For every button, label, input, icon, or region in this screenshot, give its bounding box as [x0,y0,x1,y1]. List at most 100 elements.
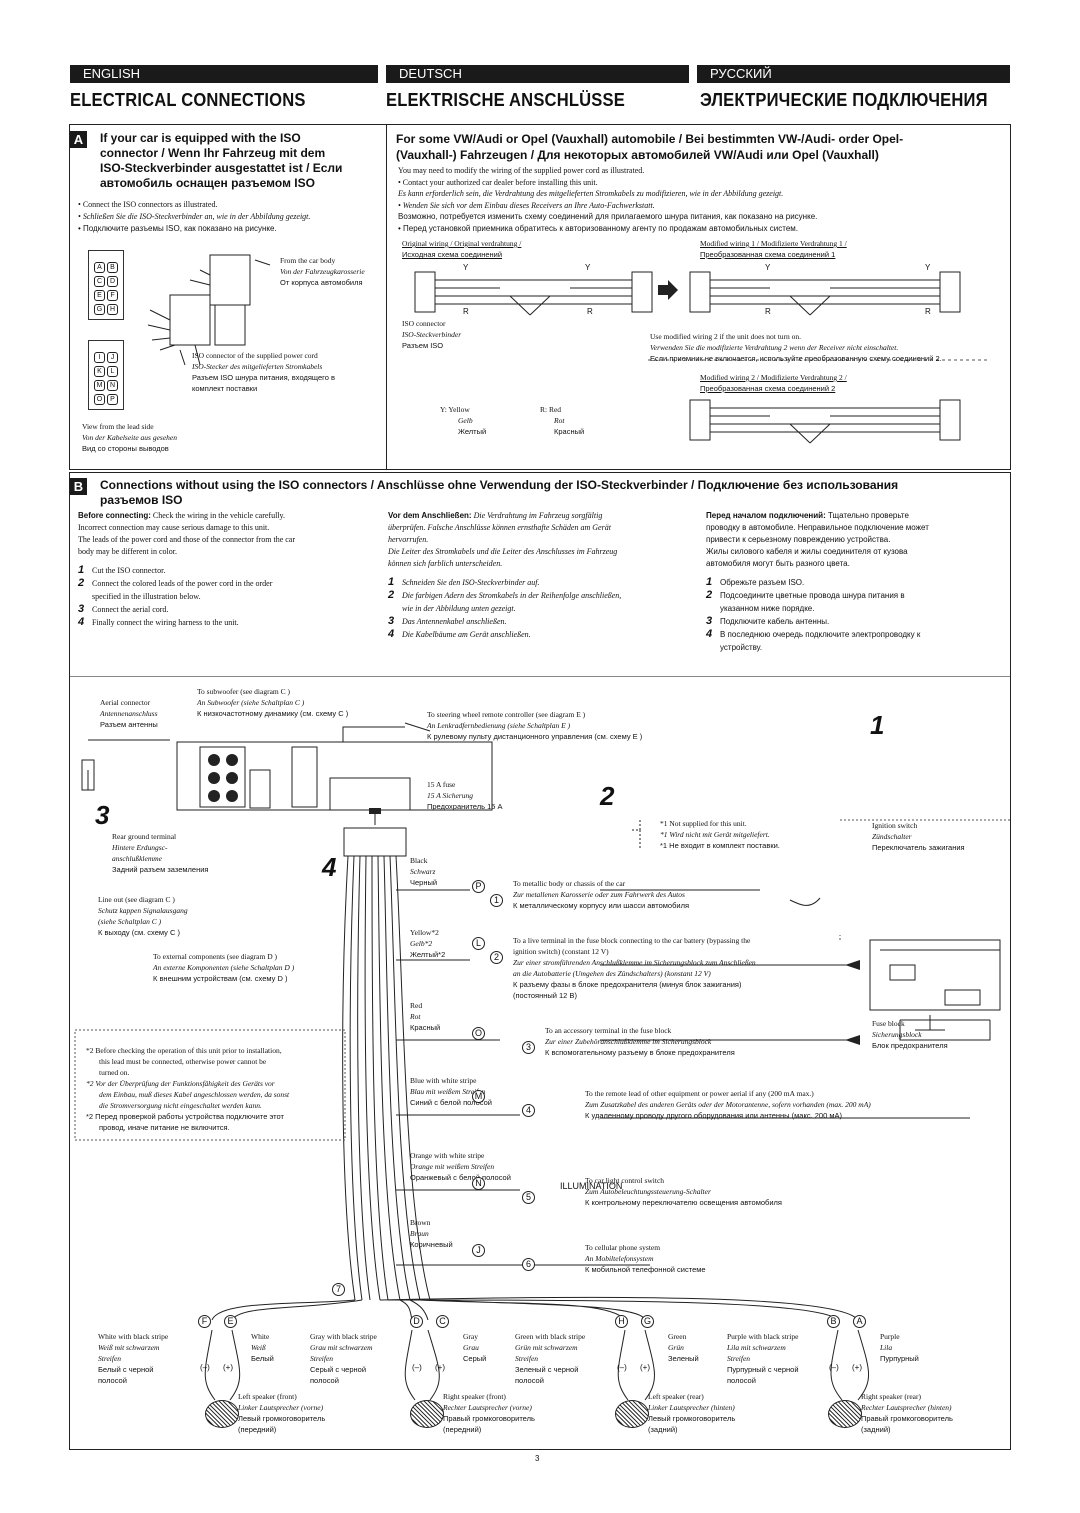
note-line: this lead must be connected, otherwise p… [99,1057,267,1066]
speaker-pin-letter: A [853,1315,866,1328]
label-line: Оранжевый с белой полосой [410,1173,511,1182]
harness-number-7: 7 [332,1283,345,1296]
step-number: 3 [706,615,713,627]
step-text: specified in the illustration below. [92,592,201,601]
legend-line: Красный [554,427,585,436]
speaker-name: Right speaker (rear)Rechter Lautsprecher… [861,1391,953,1435]
iso-pin: N [107,380,118,391]
body-line: können sich farblich unterscheiden. [388,559,503,568]
step-row: 3 Подключите кабель антенны. [706,615,929,628]
label-line: Gray [463,1332,478,1341]
before-text: Check the wiring in the vehicle carefull… [150,511,286,520]
iso-supplied-label: ISO connector of the supplied power cord… [192,350,335,394]
page-number: 3 [535,1454,540,1463]
step-row: specified in the illustration below. [78,590,295,603]
wire-r-label: R [765,307,771,316]
label-line: Blau mit weißem Streifen [410,1087,486,1096]
wiring-drawings [400,260,1010,460]
label-line: Linker Lautsprecher (hinten) [648,1403,735,1412]
label-line: (передний) [238,1425,277,1434]
wire-y-label: Y [585,263,591,272]
mod2-label: Modified wiring 2 / Modifizierte Verdrah… [700,372,847,394]
step-number: 4 [388,628,395,640]
label-line: Желтый*2 [410,950,446,959]
label-line: Schwarz [410,867,436,876]
iso-pin: F [107,290,118,301]
iso-pin: I [94,352,105,363]
wire-number: 4 [522,1104,535,1117]
label-line: To cellular phone system [585,1243,661,1252]
step-text: Die farbigen Adern des Stromkabels in de… [402,591,622,600]
wire-number: 5 [522,1191,535,1204]
fuse-label: 15 A fuse 15 A Sicherung Предохранитель … [427,779,503,812]
label-line: Серый [463,1354,487,1363]
wire-number: 3 [522,1041,535,1054]
label-line: (задний) [861,1425,891,1434]
step-text: Обрежьте разъем ISO. [720,578,805,587]
label-line: anschlußklemme [112,854,162,863]
label-line: (постоянный 12 В) [513,991,577,1000]
label-line: Красный [410,1023,441,1032]
label-line: ISO connector of the supplied power cord [192,351,318,360]
heading-line: ISO-Steckverbinder ausgestattet ist / Ес… [100,161,343,175]
label-line: Зеленый [668,1354,699,1363]
step-number: 2 [78,577,85,589]
iso-pin: C [94,276,105,287]
tab-deutsch-label: DEUTSCH [399,66,462,81]
label-line: Вид со стороны выводов [82,444,169,453]
label-line: Блок предохранителя [872,1041,948,1050]
body-line: • Wenden Sie sich vor dem Einbau dieses … [398,200,655,210]
step-row: указанном ниже порядке. [706,602,929,615]
label-line: Пурпурный [880,1354,919,1363]
label-line: Original wiring / Original verdrahtung / [402,239,522,248]
step-num: 4 [322,852,337,882]
iso-pin: D [107,276,118,287]
speaker-pin-letter: H [615,1315,628,1328]
iso-pinout-top [88,250,124,320]
label-line: From the car body [280,256,336,265]
speaker-pin-letter: C [436,1315,449,1328]
label-line: Синий с белой полосой [410,1098,492,1107]
bullet-text: Schließen Sie die ISO-Steckverbinder an,… [82,212,311,221]
body-line: Возможно, потребуется изменить схему сое… [398,212,818,221]
step-text: Подключите кабель антенны. [720,617,830,626]
title-deutsch: ELEKTRISCHE ANSCHLÜSSE [386,90,625,110]
steering-label: To steering wheel remote controller (see… [427,709,642,742]
label-line: К вспомогательному разъему в блоке предо… [545,1048,735,1057]
label-line: Белый с черной [98,1365,154,1374]
section-b-heading: Connections without using the ISO connec… [100,478,898,508]
label-line: Streifen [515,1354,539,1363]
label-line: Rear ground terminal [112,832,177,841]
label-line: Задний разъем заземления [112,865,209,874]
section-b-separator [70,676,1010,677]
iso-pin: K [94,366,105,377]
speaker-name: Right speaker (front)Rechter Lautspreche… [443,1391,535,1435]
body-line: Die Leiter des Stromkabels und die Leite… [388,547,618,556]
speaker-pin-letter: E [224,1315,237,1328]
tab-english: ENGLISH [70,65,378,83]
step-text: Die Kabelbäume am Gerät anschließen. [402,630,531,639]
label-line: ISO-Steckverbinder [402,330,462,339]
label-line: Зеленый с черной [515,1365,579,1374]
body-line: проводку в автомобиле. Неправильное подк… [706,523,929,532]
tab-russian: РУССКИЙ [697,65,1010,83]
label-line: К разъему фазы в блоке предохранителя (м… [513,980,742,989]
step-row: wie in der Abbildung unten gezeigt. [388,602,621,615]
label-line: Verwenden Sie die modifizierte Verdrahtu… [650,343,899,352]
step-num: 2 [600,781,615,811]
label-line: Правый громкоговоритель [861,1414,953,1423]
heading-line: автомобиль оснащен разъемом ISO [100,176,315,190]
label-line: Modified wiring 1 / Modifizierte Verdrah… [700,239,847,248]
label-line: Fuse block [872,1019,905,1028]
legend-line: R: Red [540,405,562,414]
label-line: К удаленному проводу другого оборудовани… [585,1111,842,1120]
label-line: To external components (see diagram D ) [153,952,278,961]
